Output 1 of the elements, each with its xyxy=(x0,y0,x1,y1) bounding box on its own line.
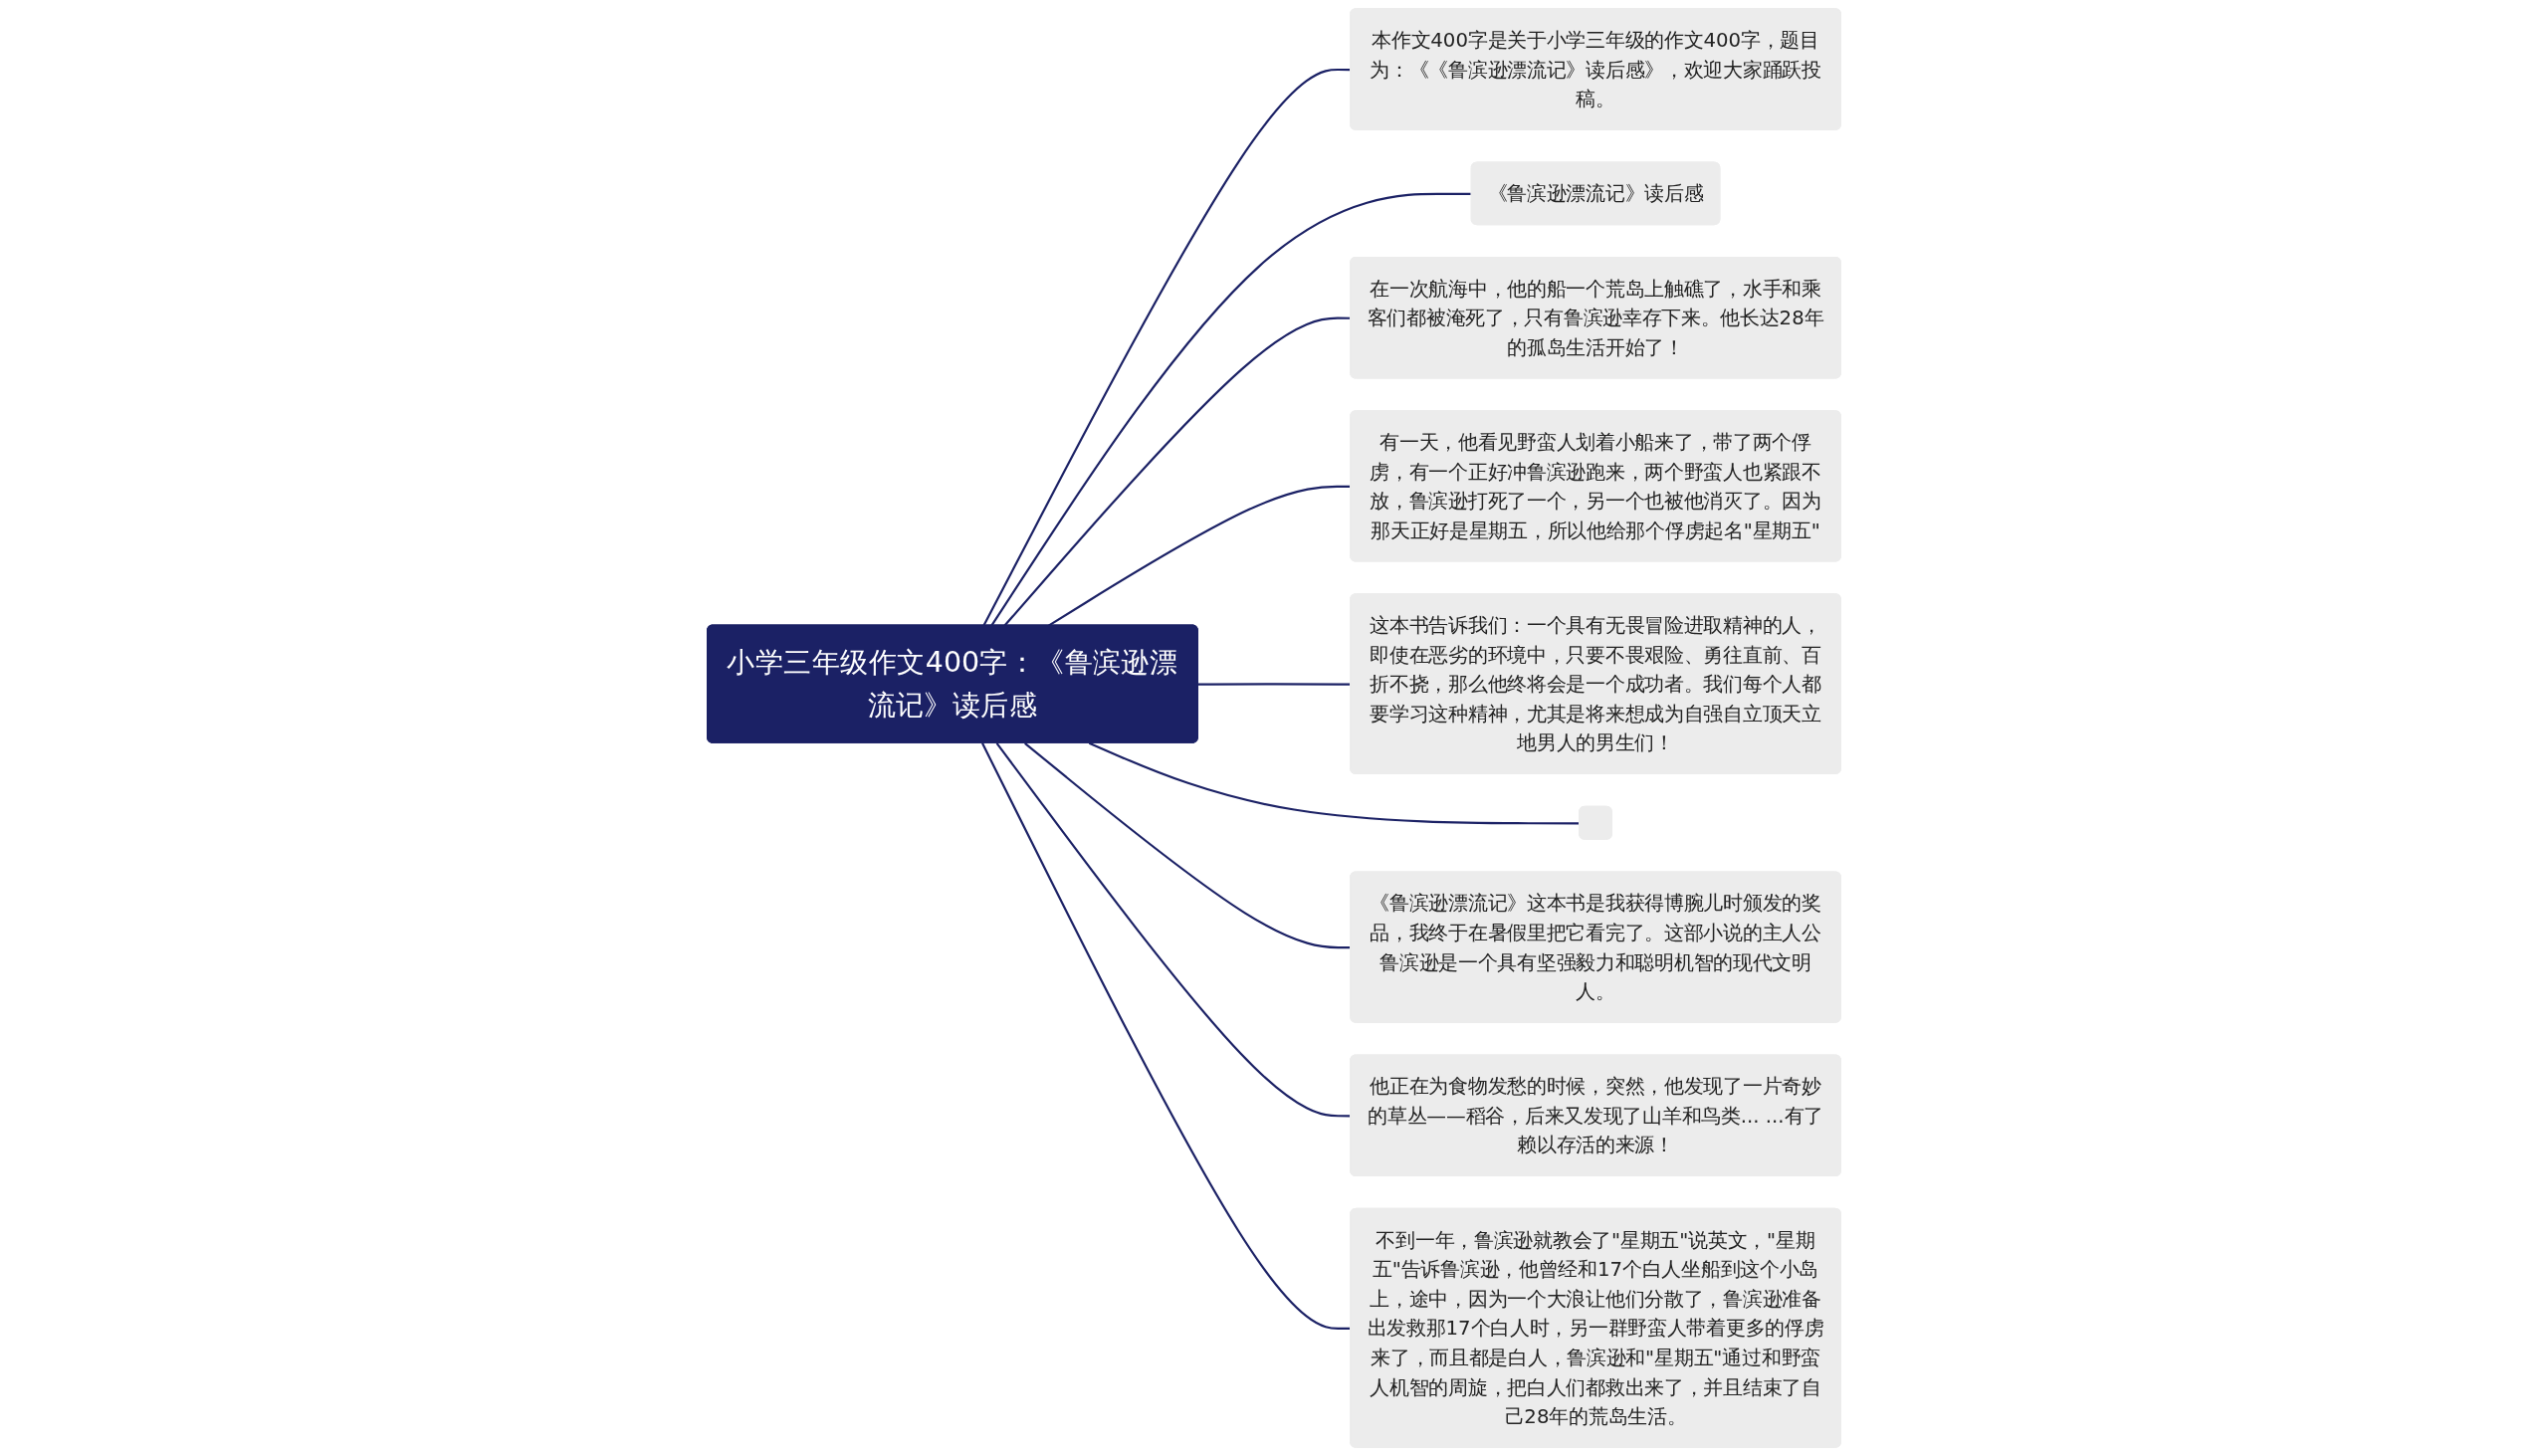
connector xyxy=(990,192,1472,627)
